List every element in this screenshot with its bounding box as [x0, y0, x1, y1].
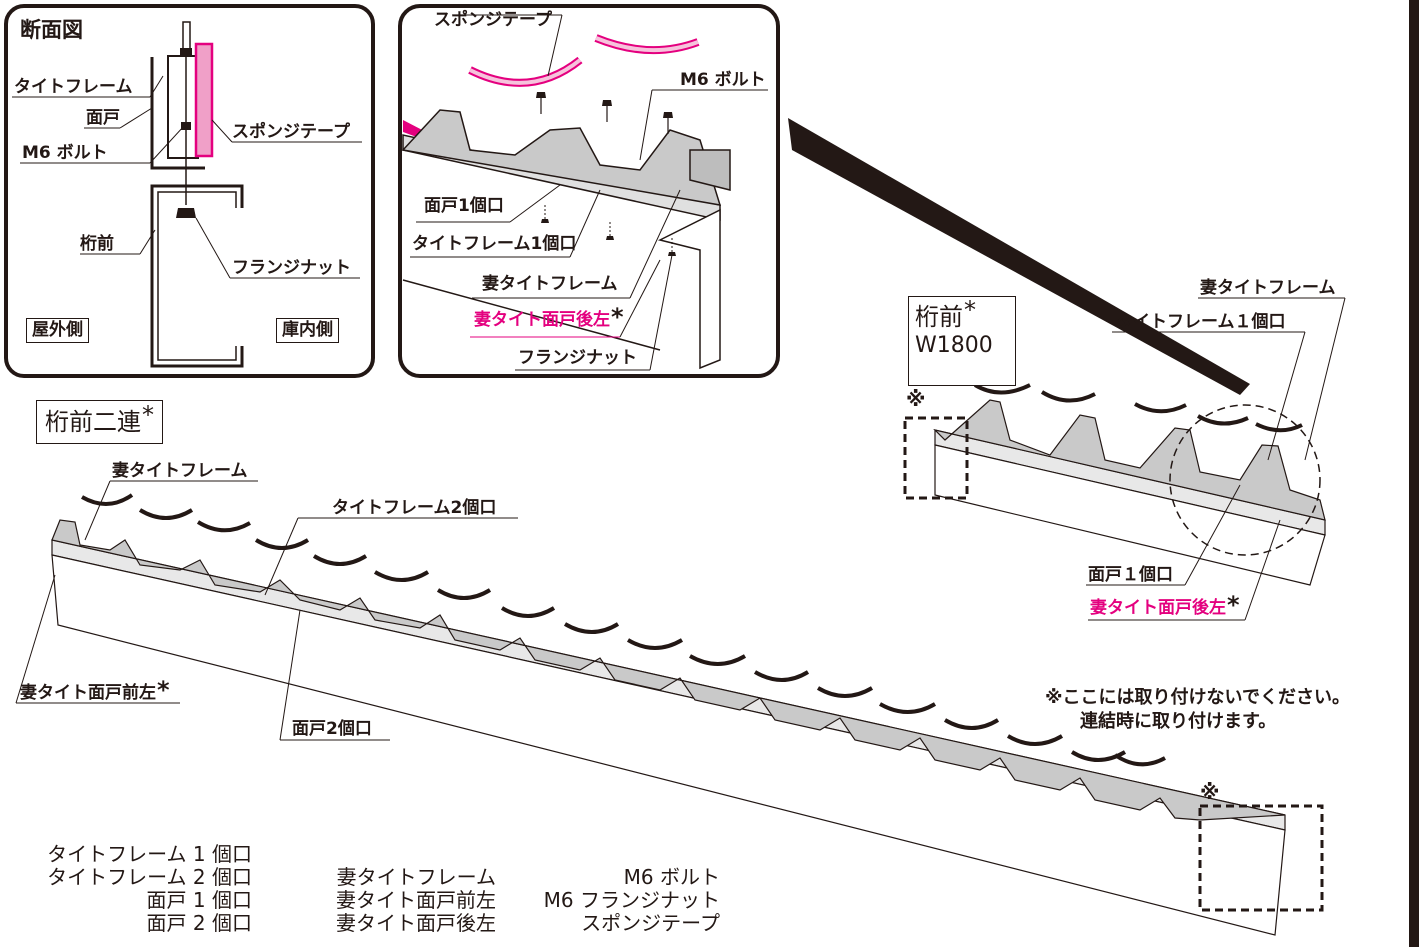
legend-item: 妻タイト面戸後左 — [336, 911, 496, 935]
detail-view-drawing — [401, 14, 768, 371]
double-label-mendo2: 面戸2個口 — [292, 719, 372, 739]
double-dashed-box — [1198, 804, 1324, 912]
asterisk: * — [611, 303, 624, 331]
section-label-inside: 庫内側 — [276, 318, 339, 343]
double-label-tsuma-mendo-front-left: 妻タイト面戸前左* — [20, 676, 170, 704]
legend-item: 妻タイト面戸前左 — [336, 888, 496, 912]
zoom-callout — [788, 118, 1250, 395]
double-drawing — [15, 480, 1324, 936]
legend-item: スポンジテープ — [581, 911, 720, 935]
asterisk: * — [964, 296, 976, 324]
legend-item: タイトフレーム 2 個口 — [47, 865, 252, 889]
w1800-label-tsuma-mendo-rear-left: 妻タイト面戸後左* — [1090, 591, 1240, 619]
w1800-title-box: 桁前* W1800 — [908, 296, 1016, 386]
w1800-label-mendo1: 面戸１個口 — [1088, 565, 1173, 585]
w1800-mark: ※ — [906, 387, 926, 411]
double-title: 桁前二連* — [36, 400, 163, 444]
double-mark: ※ — [1200, 780, 1220, 804]
asterisk: * — [157, 676, 170, 704]
detail-label-bolt: M6 ボルト — [680, 70, 766, 90]
detail-label-sponge: スポンジテープ — [434, 10, 552, 30]
section-label-tight-frame: タイトフレーム — [14, 77, 133, 97]
asterisk: * — [142, 401, 154, 429]
legend-item: タイトフレーム 1 個口 — [47, 842, 252, 866]
w1800-dashed-box — [903, 416, 969, 500]
detail-label-tight-frame1: タイトフレーム1個口 — [412, 234, 577, 254]
section-view-drawing — [12, 21, 362, 368]
detail-label-flange-nut: フランジナット — [518, 348, 637, 368]
w1800-label-tsuma-frame: 妻タイトフレーム — [1200, 278, 1336, 298]
legend-col3: M6 ボルト M6 フランジナット スポンジテープ — [520, 866, 720, 935]
section-label-flange-nut: フランジナット — [232, 258, 351, 278]
legend-item: M6 ボルト — [623, 865, 720, 889]
legend-item: 面戸 2 個口 — [146, 911, 252, 935]
section-label-ketamae: 桁前 — [80, 234, 114, 254]
double-label-tight-frame2: タイトフレーム2個口 — [332, 498, 497, 518]
section-label-mendo: 面戸 — [86, 108, 120, 128]
section-view-frame — [4, 4, 375, 378]
section-label-sponge: スポンジテープ — [232, 122, 350, 142]
w1800-drawing — [903, 297, 1346, 621]
legend-item: M6 フランジナット — [543, 888, 720, 912]
notice-line2: 連結時に取り付けます。 — [1080, 711, 1277, 732]
asterisk: * — [1227, 591, 1240, 619]
edge-bar — [1409, 0, 1419, 947]
w1800-title: 桁前 — [915, 303, 963, 331]
legend-item: 面戸 1 個口 — [146, 888, 252, 912]
section-label-outside: 屋外側 — [26, 318, 89, 343]
w1800-zoom-circle — [1169, 404, 1321, 556]
notice-line1: ※ここには取り付けないでください。 — [1045, 687, 1350, 708]
legend-col2: 妻タイトフレーム 妻タイト面戸前左 妻タイト面戸後左 — [296, 866, 496, 935]
legend-item: 妻タイトフレーム — [336, 865, 496, 889]
legend-col1: タイトフレーム 1 個口 タイトフレーム 2 個口 面戸 1 個口 面戸 2 個… — [20, 843, 252, 935]
w1800-subtitle: W1800 — [915, 333, 993, 358]
double-label-tsuma-frame: 妻タイトフレーム — [112, 461, 248, 481]
detail-label-mendo1: 面戸1個口 — [424, 196, 504, 216]
detail-label-tsuma-frame: 妻タイトフレーム — [482, 274, 618, 294]
section-view-title: 断面図 — [20, 18, 83, 42]
detail-label-tsuma-mendo-rear-left: 妻タイト面戸後左* — [474, 303, 624, 331]
w1800-label-tight-frame1: タイトフレーム１個口 — [1116, 312, 1286, 332]
section-label-bolt: M6 ボルト — [22, 143, 108, 163]
